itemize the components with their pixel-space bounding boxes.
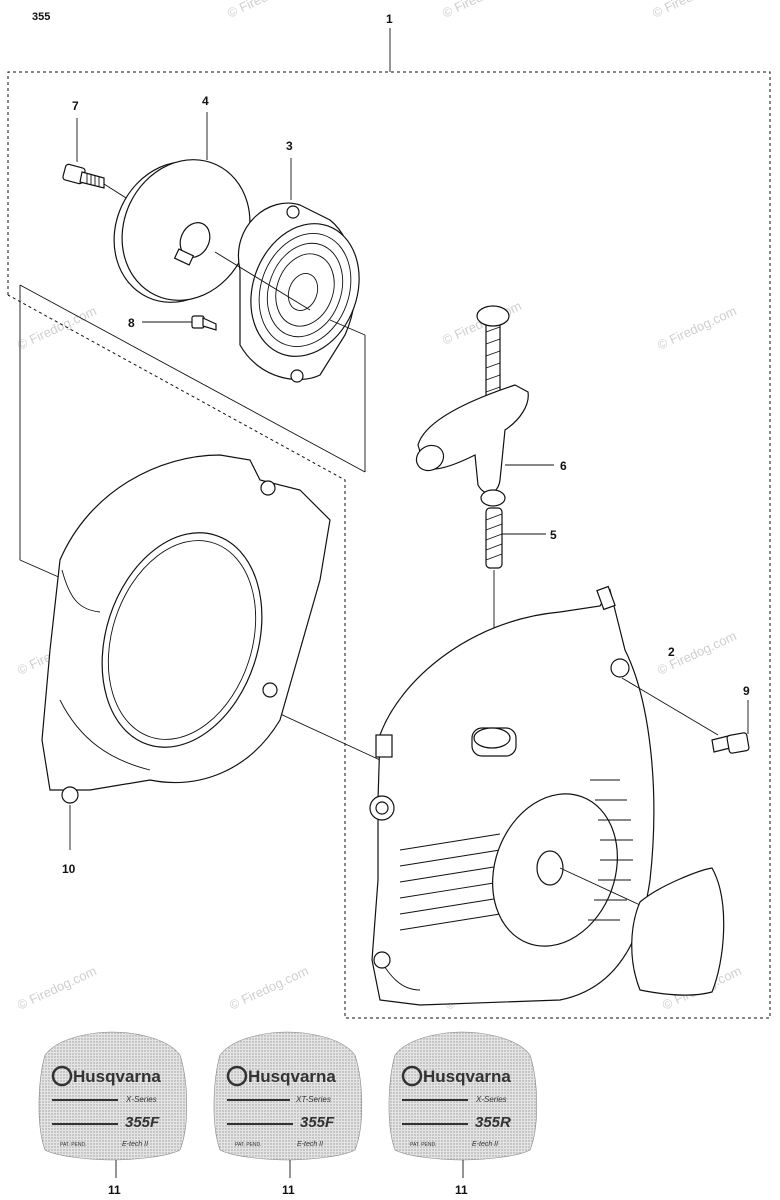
screw-top[interactable] — [62, 163, 105, 189]
watermark: © Firedog.com — [655, 303, 739, 353]
decal-outline — [559, 867, 725, 996]
decal-series: XT-Series — [295, 1095, 331, 1104]
assembly-boundary — [7, 71, 771, 1019]
decal-pat: PAT. PEND. — [410, 1142, 437, 1148]
decal-1[interactable]: Husqvarna X-Series 355F PAT. PEND. E-tec… — [38, 1031, 188, 1161]
starter-rope[interactable] — [485, 507, 503, 569]
callout-7: 7 — [72, 99, 79, 113]
callout-1: 1 — [386, 12, 393, 26]
decal-brand: Husqvarna — [423, 1067, 511, 1086]
callout-8: 8 — [128, 316, 135, 330]
callout-9: 9 — [743, 684, 750, 698]
decal-pat: PAT. PEND. — [235, 1142, 262, 1148]
decal-brand: Husqvarna — [73, 1067, 161, 1086]
screw-mid[interactable] — [191, 315, 217, 331]
callout-11: 11 — [108, 1183, 121, 1197]
page-id: 355 — [32, 11, 50, 23]
decal-pat: PAT. PEND. — [60, 1142, 87, 1148]
callout-4: 4 — [202, 94, 209, 108]
callout-3: 3 — [286, 139, 293, 153]
callout-11: 11 — [282, 1183, 295, 1197]
decal-model: 355F — [300, 1114, 335, 1131]
decal-tag: E-tech II — [297, 1141, 323, 1148]
starter-cover[interactable] — [369, 585, 655, 1006]
watermark: © Firedog.com — [225, 0, 309, 21]
decal-series: X-Series — [475, 1095, 507, 1104]
starter-handle[interactable] — [412, 305, 529, 507]
decal-tag: E-tech II — [122, 1141, 148, 1148]
callout-11: 11 — [455, 1183, 468, 1197]
decal-3[interactable]: Husqvarna X-Series 355R PAT. PEND. E-tec… — [388, 1031, 538, 1161]
watermark: © Firedog.com — [440, 0, 524, 21]
decal-brand: Husqvarna — [248, 1067, 336, 1086]
decal-model: 355R — [475, 1114, 511, 1131]
callout-2: 2 — [668, 645, 675, 659]
callout-6: 6 — [560, 459, 567, 473]
decal-series: X-Series — [125, 1095, 157, 1104]
callout-10: 10 — [62, 862, 76, 876]
decal-2[interactable]: Husqvarna XT-Series 355F PAT. PEND. E-te… — [213, 1031, 363, 1161]
watermark: © Firedog.com — [15, 303, 99, 353]
watermark: © Firedog.com — [227, 963, 311, 1013]
fan-housing[interactable] — [41, 454, 331, 804]
watermark: © Firedog.com — [650, 0, 734, 21]
spring-cassette[interactable] — [233, 202, 377, 383]
watermark: © Firedog.com — [15, 963, 99, 1013]
screw-side[interactable] — [711, 732, 750, 754]
callout-5: 5 — [550, 528, 557, 542]
decal-model: 355F — [125, 1114, 160, 1131]
decal-tag: E-tech II — [472, 1141, 498, 1148]
